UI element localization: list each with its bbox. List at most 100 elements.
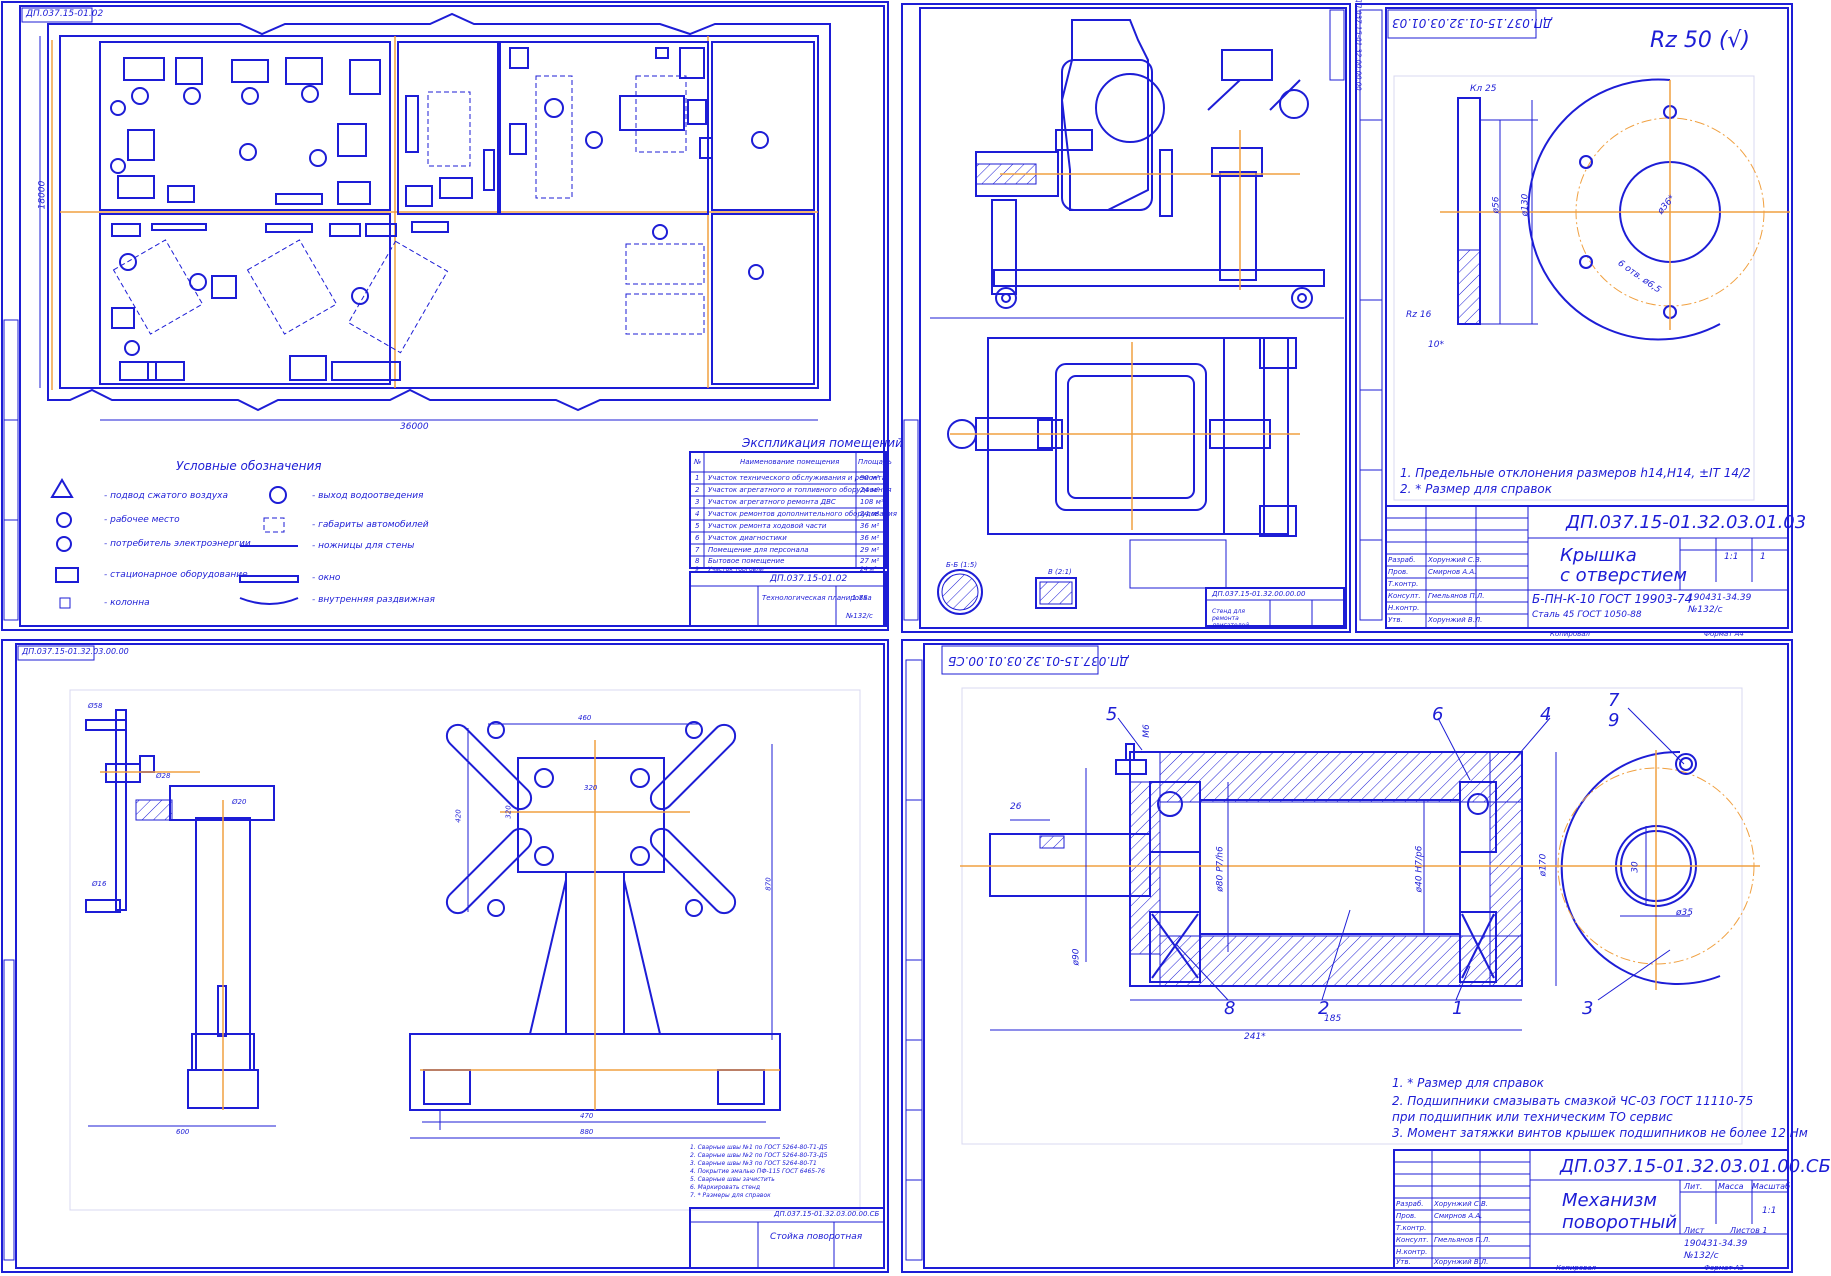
cover-note-0: 1. Предельные отклонения размеров h14,H1…: [1400, 466, 1751, 480]
legend-item-5: - выход водоотведения: [312, 491, 424, 501]
explication-cell: 36 м²: [860, 522, 880, 530]
stand-dim-3: Ø16: [92, 880, 107, 888]
cover-sheet: [1355, 3, 1793, 633]
stand-dim-4: 320: [584, 784, 598, 792]
mechanism-format: Формат А3: [1704, 1264, 1744, 1272]
stand-dim-7: 420: [454, 809, 463, 823]
explication-cell: 8: [695, 557, 700, 565]
cover-format: Формат А4: [1704, 630, 1744, 638]
legend-item-8: - окно: [312, 573, 341, 583]
explication-cell: 24 м²: [860, 486, 880, 494]
stand-dim-2: Ø20: [232, 798, 247, 806]
explication-cell: 90 м²: [860, 474, 880, 482]
mech-dim-7: ø35: [1676, 908, 1693, 918]
callout-8: 8: [1224, 998, 1236, 1019]
stand-dim-11: 600: [176, 1128, 190, 1136]
callout-7: 7: [1608, 690, 1620, 711]
stand-sheet: [1, 639, 889, 1273]
floor-plan-name: Технологическая планировка: [762, 594, 872, 602]
stand-note-3: 4. Покрытие эмалью ПФ-115 ГОСТ 6465-76: [690, 1168, 825, 1175]
explication-cell: 3: [695, 498, 700, 506]
author-role: Пров.: [1388, 568, 1409, 576]
stand-code: ДП.037.15-01.32.03.00.00.СБ: [774, 1210, 880, 1218]
floor-plan-dim-width: 18000: [37, 180, 48, 210]
explication-cell: Бытовое помещение: [708, 557, 785, 565]
stand-note-1: 2. Сварные швы №2 по ГОСТ 5264-80-Т3-Д5: [690, 1152, 828, 1159]
stand-assembly-name: Стенд для ремонта двигателей: [1212, 608, 1250, 629]
explication-cell: Участок торговли: [708, 566, 764, 573]
author-role: Т.контр.: [1388, 580, 1419, 588]
stand-dim-8: 470: [580, 1112, 594, 1120]
mechanism-code: ДП.037.15-01.32.03.01.00.СБ: [1560, 1156, 1831, 1177]
explication-cell: 7: [695, 546, 700, 554]
mech-dim-4: ø90: [1071, 948, 1082, 966]
legend-item-0: - подвод сжатого воздуха: [104, 491, 229, 501]
explication-cell: 4: [695, 510, 700, 518]
mechanism-title: Механизм поворотный: [1562, 1190, 1678, 1233]
mechanism-scale: 1:1: [1762, 1206, 1777, 1216]
cover-title: Крышка с отверстием: [1560, 545, 1687, 586]
mech-dim-2: ø80 P7/h6: [1215, 846, 1226, 892]
cover-dim-1: ø56: [1491, 196, 1502, 214]
explication-cell: Участок диагностики: [708, 534, 787, 542]
stand-assembly-sheet: [901, 3, 1351, 633]
legend-title: Условные обозначения: [176, 459, 322, 473]
mech-note-3: 3. Момент затяжки винтов крышек подшипни…: [1392, 1126, 1808, 1140]
floor-plan-stamp-top: ДП.037.15-01.02: [26, 9, 104, 19]
mechanism-sheet: [901, 639, 1793, 1273]
author-role: Н.контр.: [1388, 604, 1420, 612]
mechanism-group: 190431-34.39 №132/с: [1684, 1239, 1748, 1261]
stand-dim-10: 880: [580, 1128, 594, 1136]
cover-material: Б-ПН-К-10 ГОСТ 19903-74: [1532, 592, 1693, 606]
mech-dim-3: ø40 H7/p6: [1414, 845, 1425, 893]
legend-item-4: - колонна: [104, 598, 150, 608]
explication-cell: 27 м²: [860, 557, 880, 565]
cover-group: 190431-34.39 №132/с: [1688, 593, 1752, 615]
floor-plan-dim-length: 36000: [400, 422, 429, 432]
explication-cell: 6: [695, 534, 700, 542]
callout-5: 5: [1106, 704, 1118, 725]
cover-stamp-top: ДП.037.15-01.32.03.01.03: [1392, 16, 1553, 30]
stand-assembly-stamp-top: ДП.037.15-01.32.00.00.00: [1354, 0, 1363, 91]
legend-item-6: - габариты автомобилей: [312, 520, 429, 530]
author-role: Консулт.: [1396, 1236, 1429, 1244]
stand-dim-5: 320: [504, 805, 513, 819]
cover-scale: 1:1: [1724, 552, 1739, 562]
author-name: Хорунжий В.Л.: [1434, 1258, 1489, 1266]
stand-note-0: 1. Сварные швы №1 по ГОСТ 5264-80-Т1-Д5: [690, 1144, 828, 1151]
explication-cell: Участок агрегатного ремонта ДВС: [708, 498, 836, 506]
author-role: Пров.: [1396, 1212, 1417, 1220]
floor-plan-code: ДП.037.15-01.02: [770, 574, 848, 584]
explication-title: Экспликация помещений: [742, 436, 903, 450]
view-v-label: В (2:1): [1048, 568, 1072, 576]
cover-dim-0: Кл 25: [1470, 84, 1497, 94]
mech-note-0: 1. * Размер для справок: [1392, 1076, 1544, 1090]
author-name: Смирнов А.А.: [1428, 568, 1477, 576]
explication-cell: Участок технического обслуживания и ремо…: [708, 474, 886, 482]
cover-dim-6: 10*: [1428, 340, 1444, 350]
mech-note-2: при подшипник или техническим ТО сервис: [1392, 1110, 1673, 1124]
floor-plan-group: №132/с: [846, 612, 873, 620]
explication-cell: Участок ремонта ходовой части: [708, 522, 827, 530]
mechanism-sheets: Листов 1: [1730, 1226, 1768, 1235]
legend-item-7: - ножницы для стены: [312, 541, 415, 551]
mech-dim-9: 241*: [1244, 1032, 1266, 1042]
view-b-label: Б-Б (1:5): [946, 561, 978, 569]
mech-stamp-head-1: Масса: [1718, 1182, 1744, 1191]
author-role: Консулт.: [1388, 592, 1421, 600]
explication-cell: Участок агрегатного и топливного оборудо…: [708, 486, 892, 494]
callout-9: 9: [1608, 710, 1620, 731]
cover-dim-5: Rz 16: [1406, 310, 1432, 320]
legend-item-1: - рабочее место: [104, 515, 180, 525]
legend-item-2: - потребитель электроэнергии: [104, 539, 251, 549]
mech-stamp-head-2: Масштаб: [1752, 1182, 1791, 1191]
mech-dim-0: М6: [1141, 724, 1152, 738]
stand-dim-9: 870: [764, 877, 773, 891]
stand-dim-1: Ø28: [156, 772, 171, 780]
author-role: Утв.: [1388, 616, 1403, 624]
explication-cell: 1: [695, 474, 700, 482]
stand-note-4: 5. Сварные швы зачистить: [690, 1176, 775, 1183]
cover-roughness: Rz 50 (√): [1650, 28, 1750, 53]
author-role: Разраб.: [1388, 556, 1416, 564]
mech-dim-1: 26: [1010, 802, 1022, 812]
